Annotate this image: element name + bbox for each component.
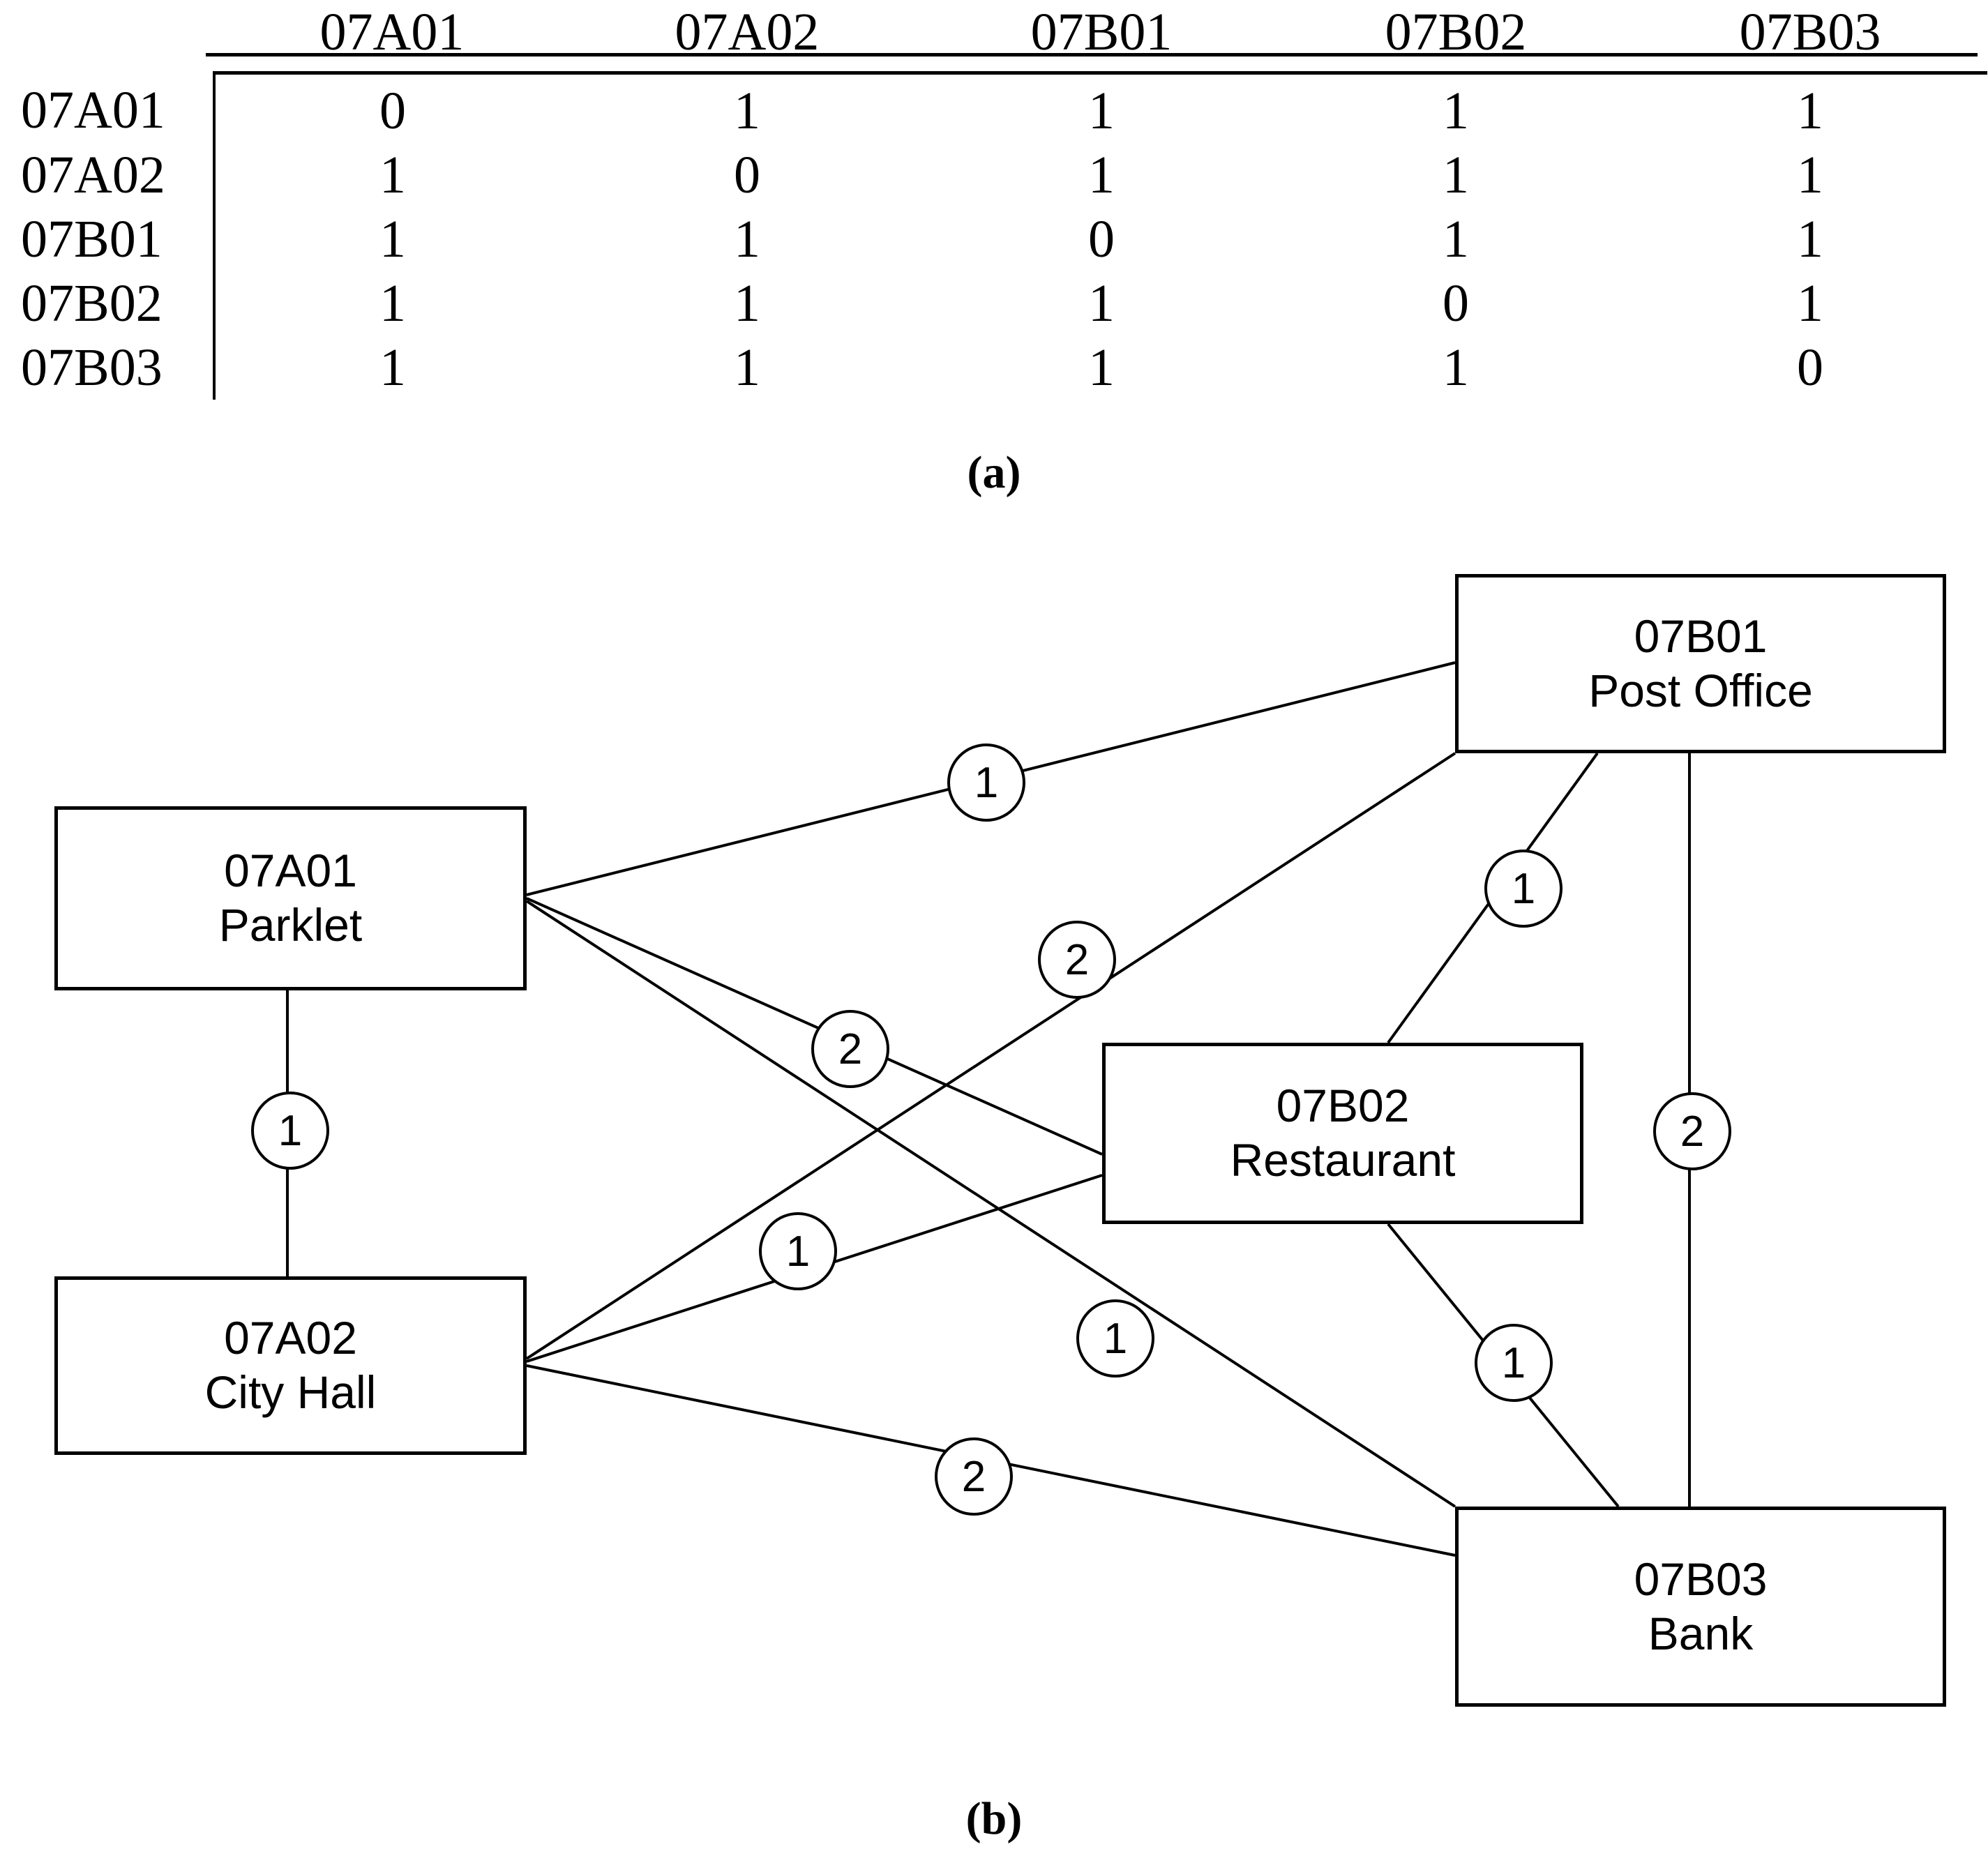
matrix-cell-3-2: 1 [1088,274,1115,333]
matrix-row: 07B03 1 1 1 1 0 [14,335,1987,400]
matrix-col-header-1: 07A02 [570,0,924,75]
matrix-cell-4-2: 1 [1088,338,1115,397]
matrix-cell-2-1: 1 [734,210,760,269]
subfigure-label-a: (a) [967,447,1021,498]
matrix-cell-1-0: 1 [379,146,406,204]
node-id-label: 07B01 [1634,610,1768,662]
matrix-cell-2-0: 1 [379,210,406,269]
edge-weight-badge-07A01-07B02[interactable]: 2 [811,1010,889,1088]
edge-weight-badge-07A02-07B02[interactable]: 1 [759,1212,837,1290]
matrix-header-row: 07A01 07A02 07B01 07B02 07B03 [14,0,1987,75]
matrix-cell-4-3: 1 [1443,338,1469,397]
matrix-col-header-4: 07B03 [1633,0,1987,75]
edge-weight-badge-07A01-07A02[interactable]: 1 [251,1092,329,1170]
node-id-label: 07A02 [224,1312,357,1364]
matrix-cell-3-4: 1 [1797,274,1823,333]
matrix-col-header-0: 07A01 [214,0,570,75]
subfigure-label-b: (b) [965,1793,1023,1844]
matrix-row-header-4: 07B03 [14,335,216,400]
matrix-cell-0-2: 1 [1088,82,1115,140]
matrix-cell-3-3: 0 [1443,274,1469,333]
matrix-cell-4-1: 1 [734,338,760,397]
matrix-cell-1-3: 1 [1443,146,1469,204]
matrix-row: 07B01 1 1 0 1 1 [14,207,1987,271]
matrix-cell-3-1: 1 [734,274,760,333]
matrix-row: 07A01 0 1 1 1 1 [14,73,1987,143]
node-id-label: 07B03 [1634,1553,1768,1605]
matrix-row-header-1: 07A02 [14,143,216,207]
matrix-cell-1-2: 1 [1088,146,1115,204]
matrix-row: 07A02 1 0 1 1 1 [14,143,1987,207]
matrix-cell-4-0: 1 [379,338,406,397]
matrix-row: 07B02 1 1 1 0 1 [14,271,1987,335]
edge-weight-badge-07A02-07B01[interactable]: 2 [1038,921,1116,999]
edge-line-07A01-07B02 [526,897,1103,1156]
matrix-cell-0-1: 1 [734,82,760,140]
edge-line-group [286,661,1691,1557]
node-id-label: 07A01 [224,845,357,897]
edge-weight-badge-07B02-07B03[interactable]: 1 [1475,1324,1553,1402]
edge-weight-badge-07B01-07B03[interactable]: 2 [1653,1092,1731,1170]
matrix-cell-0-3: 1 [1443,82,1469,140]
node-name-label: City Hall [204,1366,377,1418]
matrix-col-header-2: 07B01 [924,0,1279,75]
matrix-cell-1-4: 1 [1797,146,1823,204]
matrix-cell-2-3: 1 [1443,210,1469,269]
edge-line-07A02-07B01 [525,752,1456,1360]
edge-weight-badge-07A01-07B03[interactable]: 1 [1076,1299,1154,1377]
node-name-label: Bank [1648,1607,1754,1659]
matrix-corner-cell [14,0,214,73]
adjacency-matrix-panel: 07A01 07A02 07B01 07B02 07B03 07A01 0 1 … [0,0,1988,432]
matrix-row-header-0: 07A01 [14,73,216,143]
edge-weight-badge-07A01-07B01[interactable]: 1 [947,743,1025,822]
node-name-label: Parklet [218,899,363,951]
matrix-cell-2-2: 0 [1088,210,1115,269]
edge-line-07A01-07B03 [525,900,1456,1508]
matrix-col-header-3: 07B02 [1279,0,1633,75]
network-edges-svg [286,661,1691,1557]
adjacency-matrix-table: 07A01 07A02 07B01 07B02 07B03 07A01 0 1 … [14,0,1987,400]
edge-weight-badge-07A02-07B03[interactable]: 2 [935,1437,1013,1516]
node-name-label: Restaurant [1230,1134,1456,1186]
matrix-cell-2-4: 1 [1797,210,1823,269]
node-id-label: 07B02 [1276,1080,1410,1132]
matrix-cell-0-0: 0 [379,82,406,140]
matrix-cell-0-4: 1 [1797,82,1823,140]
edge-weight-badge-07B01-07B02[interactable]: 1 [1484,850,1562,928]
matrix-row-header-3: 07B02 [14,271,216,335]
matrix-cell-4-4: 0 [1797,338,1823,397]
matrix-cell-3-0: 1 [379,274,406,333]
matrix-row-header-2: 07B01 [14,207,216,271]
matrix-cell-1-1: 0 [734,146,760,204]
node-name-label: Post Office [1588,664,1813,716]
